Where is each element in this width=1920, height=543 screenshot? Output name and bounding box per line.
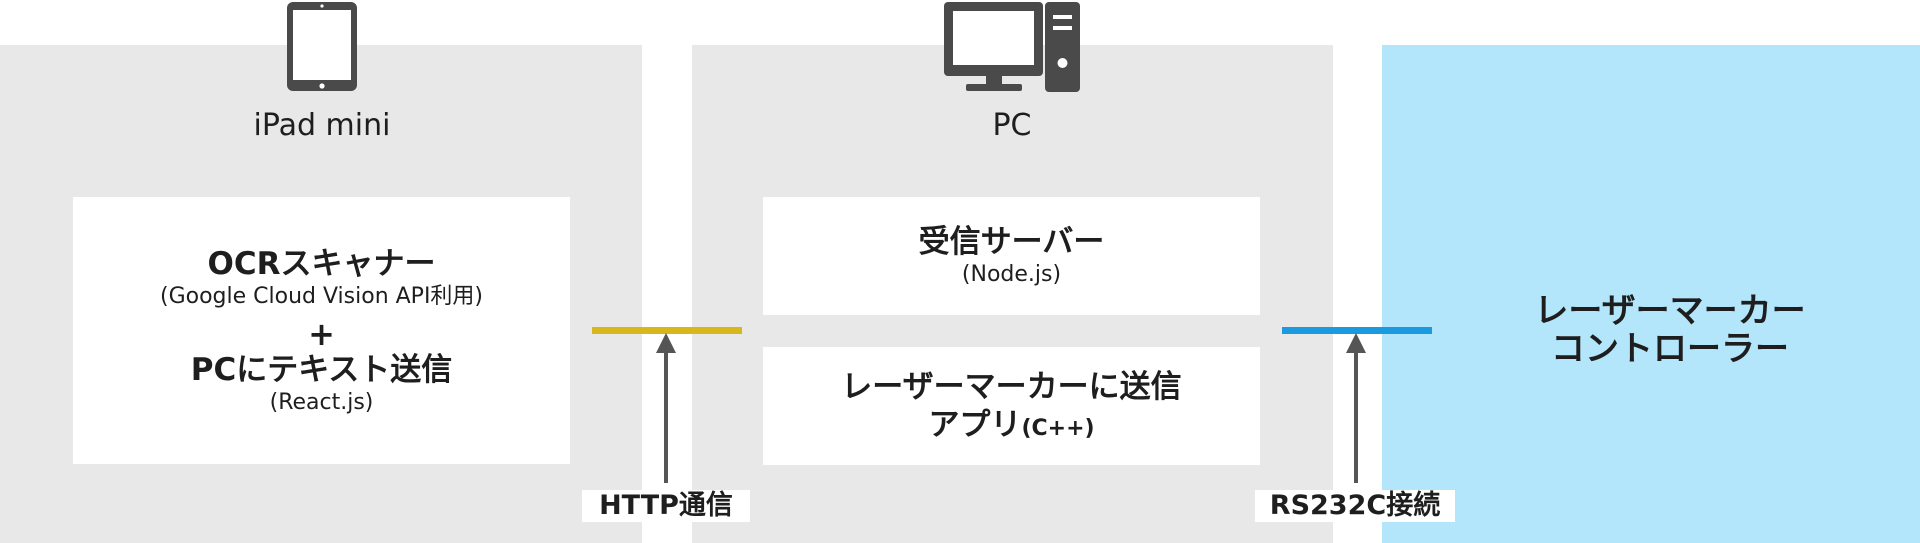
- serial-connection-label: RS232C接続: [1255, 490, 1455, 522]
- controller-line2: コントローラー: [1551, 329, 1789, 369]
- send-text-title: PCにテキスト送信: [190, 351, 453, 388]
- sender-app-title-line1: レーザーマーカーに送信: [841, 369, 1182, 405]
- sender-app-title-line2: アプリ(C++): [928, 407, 1095, 443]
- cpp-subtitle: (C++): [1021, 416, 1095, 441]
- desktop-pc-icon: [944, 2, 1080, 92]
- sender-app-card: レーザーマーカーに送信 アプリ(C++): [763, 347, 1260, 465]
- react-subtitle: (React.js): [269, 389, 374, 415]
- plus-sign: +: [308, 314, 335, 353]
- node-subtitle: (Node.js): [961, 262, 1062, 287]
- ocr-scanner-card: OCRスキャナー (Google Cloud Vision API利用) + P…: [73, 197, 570, 464]
- serial-connection-line: [1282, 327, 1432, 334]
- http-arrow-icon: [656, 333, 676, 483]
- tablet-icon: [287, 2, 357, 91]
- pc-label: PC: [992, 108, 1032, 143]
- http-connection-label: HTTP通信: [582, 490, 750, 522]
- ocr-scanner-title: OCRスキャナー: [207, 245, 436, 282]
- controller-panel: [1382, 45, 1920, 543]
- laser-marker-controller-title: レーザーマーカー コントローラー: [1450, 292, 1890, 368]
- http-connection-line: [592, 327, 742, 334]
- receive-server-card: 受信サーバー (Node.js): [763, 197, 1260, 315]
- serial-arrow-icon: [1346, 333, 1366, 483]
- receive-server-title: 受信サーバー: [918, 224, 1105, 260]
- ipad-label: iPad mini: [253, 108, 391, 143]
- ocr-api-subtitle: (Google Cloud Vision API利用): [159, 283, 484, 309]
- controller-line1: レーザーマーカー: [1534, 291, 1806, 331]
